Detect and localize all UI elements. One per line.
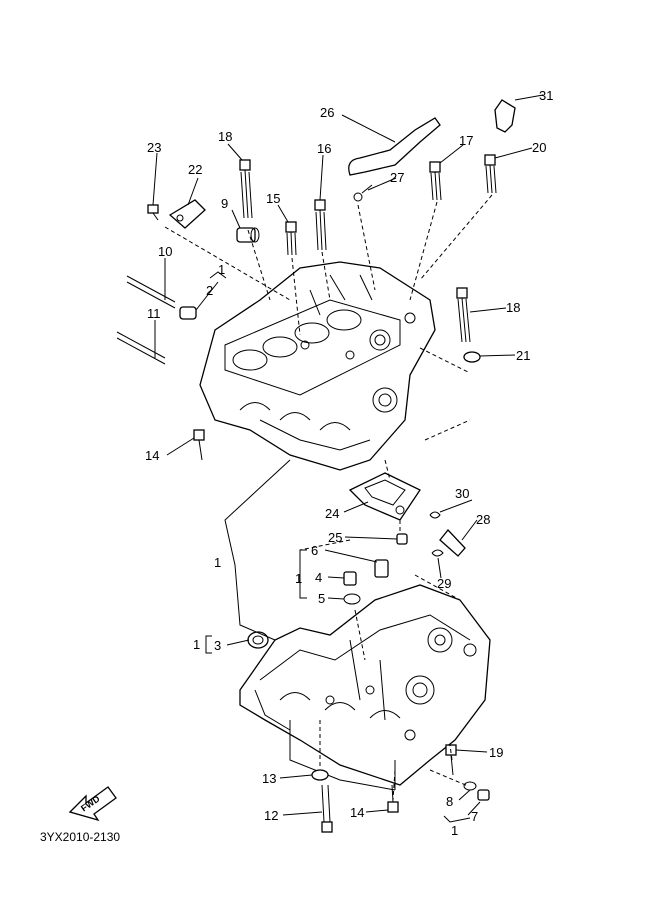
part-washer-13	[311, 769, 329, 781]
callout-23: 23	[147, 140, 161, 155]
callout-13: 13	[262, 771, 276, 786]
callout-25: 25	[328, 530, 342, 545]
callout-29: 29	[437, 576, 451, 591]
callout-8: 8	[446, 794, 453, 809]
part-clip-27	[353, 184, 373, 202]
callout-1: 1	[295, 571, 302, 586]
part-oil-baffle-plate-24	[348, 472, 421, 521]
part-washer-21	[463, 351, 481, 363]
callout-18: 18	[506, 300, 520, 315]
part-seal-3	[247, 631, 269, 649]
part-plug-7-8	[463, 781, 490, 801]
callout-7: 7	[471, 809, 478, 824]
part-dowel-2	[179, 306, 197, 320]
bolt-17	[429, 161, 442, 201]
bolt-20	[484, 154, 497, 194]
bolt-12	[321, 784, 333, 833]
part-cap-4	[343, 571, 357, 586]
callout-17: 17	[459, 133, 473, 148]
callout-9: 9	[221, 196, 228, 211]
callout-15: 15	[266, 191, 280, 206]
callout-21: 21	[516, 348, 530, 363]
bolt-14-upper	[193, 429, 205, 461]
callout-30: 30	[455, 486, 469, 501]
callout-3: 3	[214, 638, 221, 653]
callout-18: 18	[218, 129, 232, 144]
callout-27: 27	[390, 170, 404, 185]
stud-10	[126, 275, 176, 309]
catalog-code: 3YX2010-2130	[40, 830, 120, 844]
lower-crankcase	[239, 584, 491, 791]
callout-1: 1	[218, 262, 225, 277]
stud-11	[116, 331, 166, 365]
bolt-18-right	[456, 287, 471, 343]
callout-labels: 1 1 1 1 1 2 3 4 5 6 7 8 9 10 11 12 13 14…	[145, 88, 553, 838]
callout-2: 2	[206, 283, 213, 298]
part-hose-28	[439, 529, 466, 557]
callout-6: 6	[311, 543, 318, 558]
part-plug-25	[396, 533, 408, 545]
callout-14: 14	[350, 805, 364, 820]
callout-16: 16	[317, 141, 331, 156]
callout-4: 4	[315, 570, 322, 585]
callout-24: 24	[325, 506, 339, 521]
callout-20: 20	[532, 140, 546, 155]
part-bush-6	[374, 559, 389, 578]
callout-11: 11	[147, 306, 161, 321]
callout-14: 14	[145, 448, 159, 463]
callout-10: 10	[158, 244, 172, 259]
fwd-arrow-icon: FWD	[68, 786, 117, 822]
callout-1: 1	[451, 823, 458, 838]
callout-5: 5	[318, 591, 325, 606]
part-oring-5	[343, 593, 361, 605]
bolt-18-upper	[239, 159, 253, 219]
callout-31: 31	[539, 88, 553, 103]
callout-1: 1	[214, 555, 221, 570]
callout-12: 12	[264, 808, 278, 823]
callout-19: 19	[489, 745, 503, 760]
callout-26: 26	[320, 105, 334, 120]
part-breather-hose-26	[348, 117, 441, 176]
part-bracket-31	[494, 99, 516, 133]
part-clip-29-30	[429, 511, 444, 557]
callout-1: 1	[193, 637, 200, 652]
bolt-16	[314, 199, 327, 251]
part-plate-22	[168, 199, 206, 229]
upper-crankcase	[199, 261, 436, 471]
bolt-23	[147, 204, 159, 221]
bolt-15	[285, 221, 297, 256]
leader-lines	[152, 94, 544, 823]
callout-22: 22	[188, 162, 202, 177]
callout-28: 28	[476, 512, 490, 527]
